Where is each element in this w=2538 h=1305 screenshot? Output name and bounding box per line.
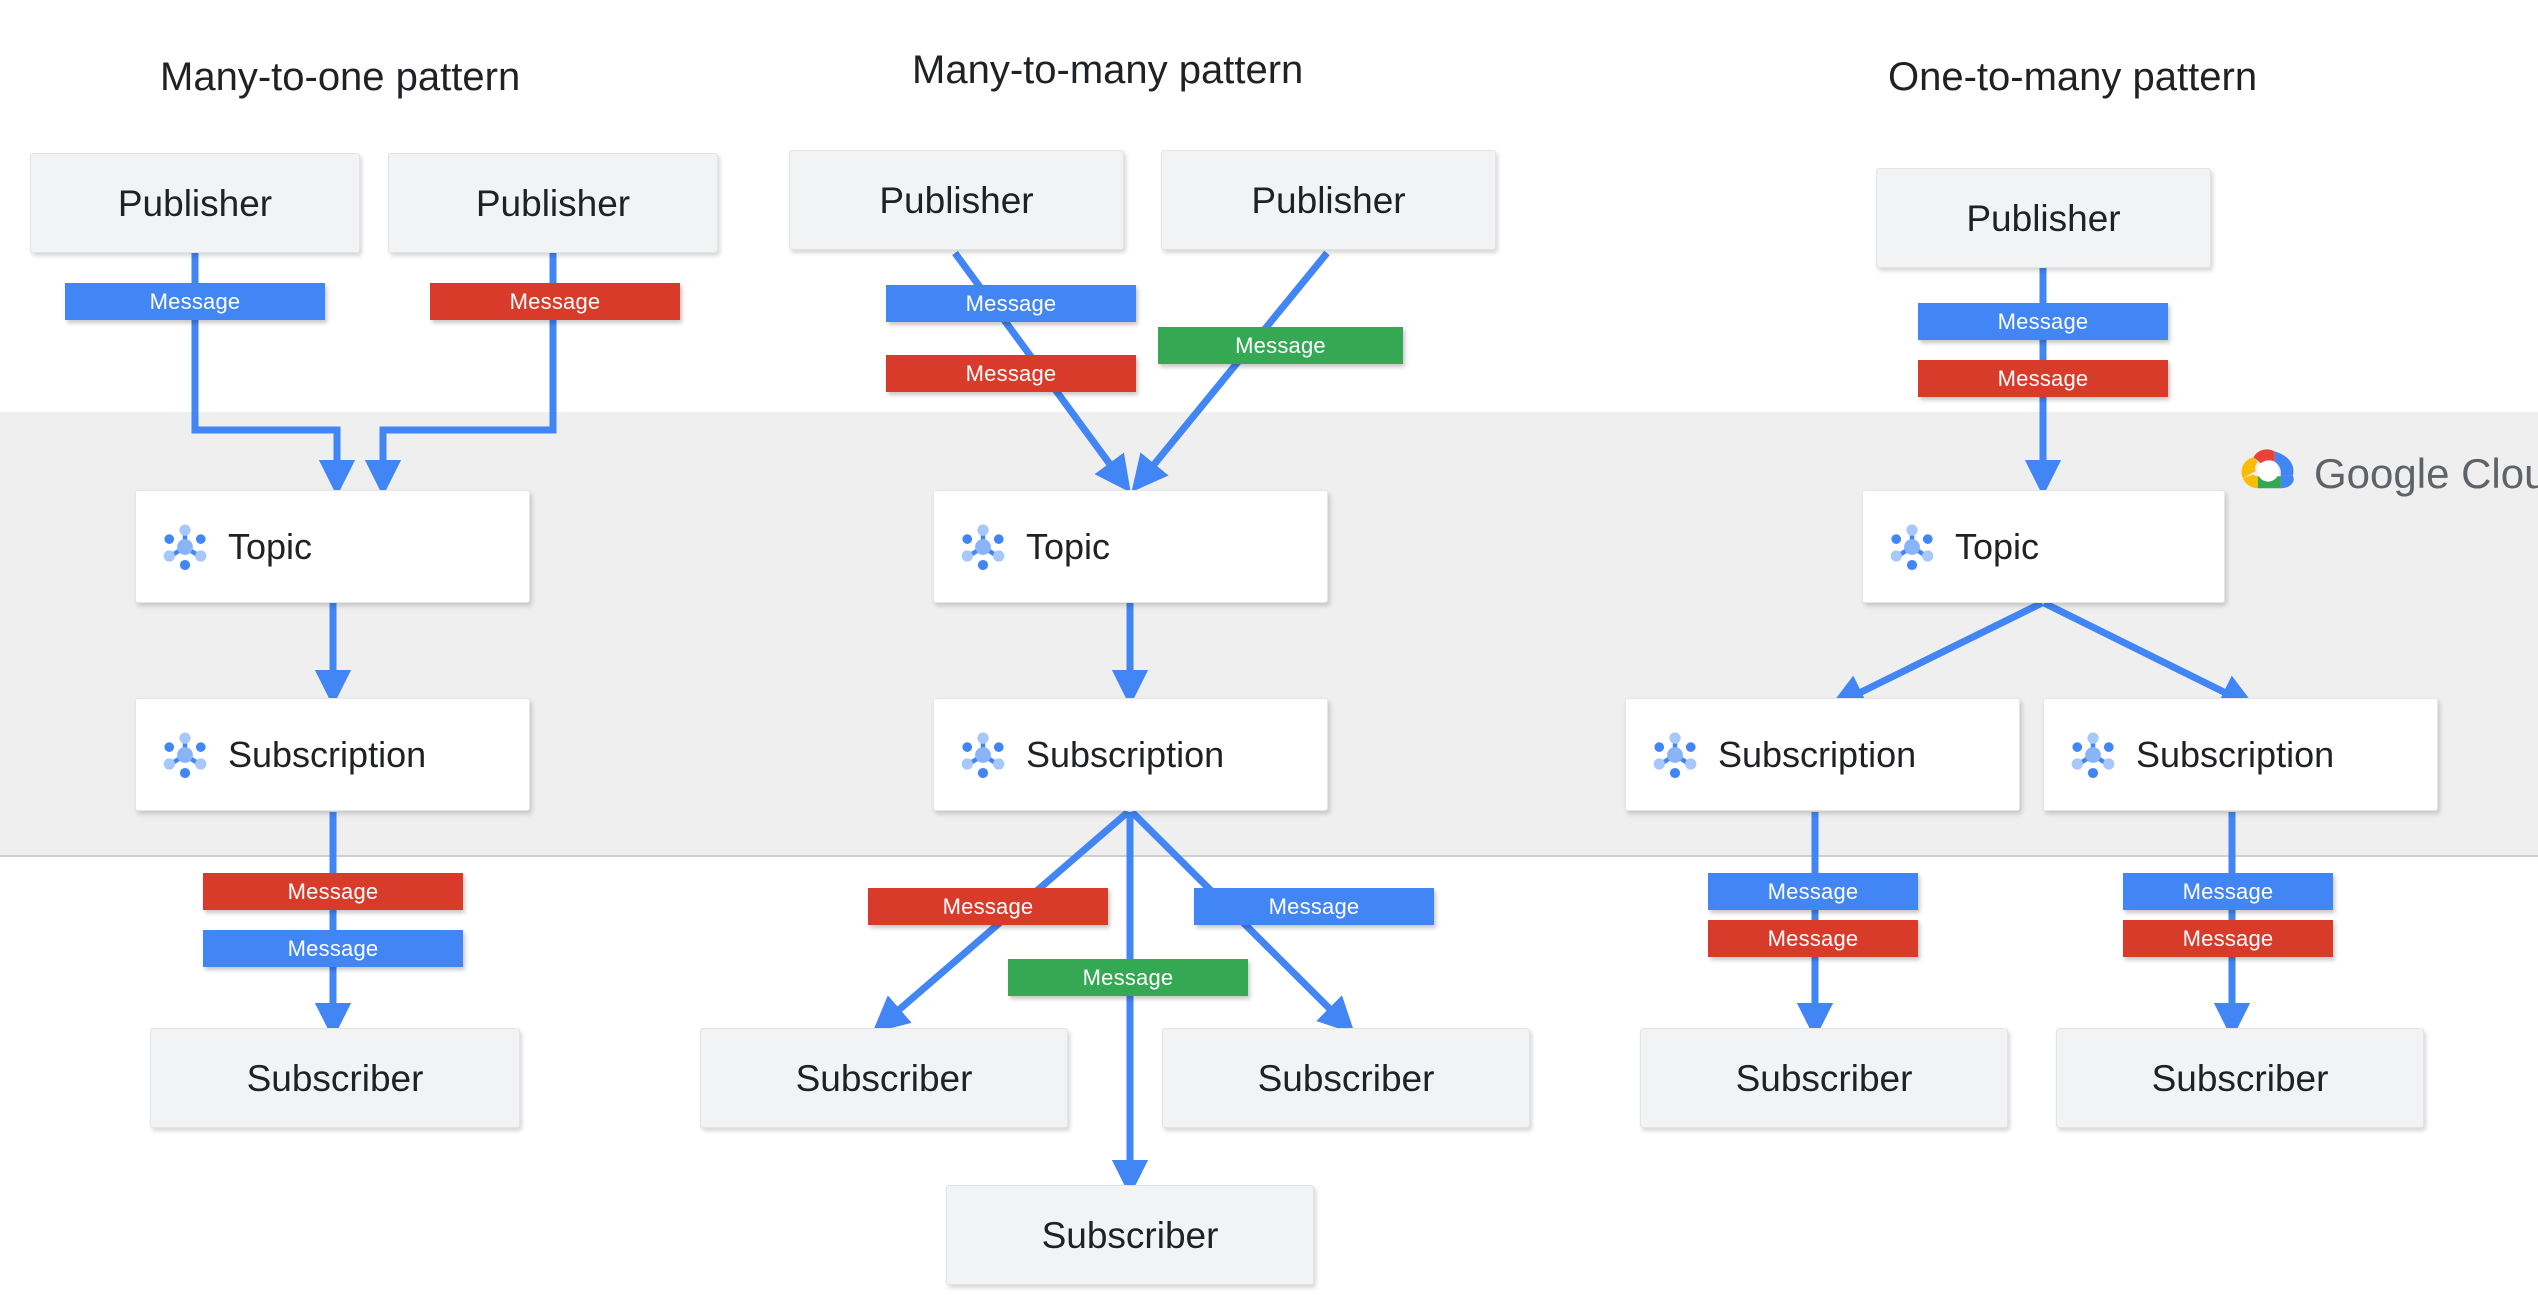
message-chip: Message — [203, 873, 463, 910]
subscription-label: Subscription — [1718, 733, 1917, 775]
topic-box[interactable]: Topic — [933, 490, 1328, 603]
message-chip: Message — [1708, 920, 1918, 957]
subscription-box[interactable]: Subscription — [933, 698, 1328, 811]
topic-box[interactable]: Topic — [135, 490, 530, 603]
publisher-box[interactable]: Publisher — [30, 153, 360, 253]
column-title-many-to-many: Many-to-many pattern — [912, 48, 1304, 92]
publisher-box[interactable]: Publisher — [789, 150, 1124, 250]
message-chip: Message — [1194, 888, 1434, 925]
message-chip: Message — [1708, 873, 1918, 910]
publisher-label: Publisher — [1251, 179, 1406, 221]
message-chip: Message — [203, 930, 463, 967]
pubsub-node-icon — [158, 520, 212, 574]
subscriber-box[interactable]: Subscriber — [1640, 1028, 2008, 1128]
message-chip: Message — [65, 283, 325, 320]
google-cloud-wordmark: Google Cloud — [2314, 449, 2538, 497]
subscriber-box[interactable]: Subscriber — [2056, 1028, 2424, 1128]
column-title-many-to-one: Many-to-one pattern — [160, 55, 521, 99]
message-chip: Message — [430, 283, 680, 320]
subscriber-label: Subscriber — [795, 1057, 973, 1099]
message-chip: Message — [1918, 360, 2168, 397]
topic-label: Topic — [1955, 525, 2040, 567]
publisher-box[interactable]: Publisher — [388, 153, 718, 253]
subscription-box[interactable]: Subscription — [1625, 698, 2020, 811]
subscription-label: Subscription — [228, 733, 427, 775]
publisher-label: Publisher — [879, 179, 1034, 221]
subscription-box[interactable]: Subscription — [2043, 698, 2438, 811]
message-chip: Message — [2123, 920, 2333, 957]
pubsub-node-icon — [1885, 520, 1939, 574]
publisher-box[interactable]: Publisher — [1876, 168, 2211, 268]
subscriber-label: Subscriber — [2151, 1057, 2329, 1099]
publisher-label: Publisher — [1966, 197, 2121, 239]
pubsub-node-icon — [956, 728, 1010, 782]
subscriber-label: Subscriber — [1041, 1214, 1219, 1256]
publisher-label: Publisher — [475, 182, 631, 224]
subscriber-box[interactable]: Subscriber — [700, 1028, 1068, 1128]
message-chip: Message — [1008, 959, 1248, 996]
subscriber-box[interactable]: Subscriber — [946, 1185, 1314, 1285]
pubsub-node-icon — [956, 520, 1010, 574]
pubsub-node-icon — [2066, 728, 2120, 782]
google-cloud-branding: Google Cloud — [2240, 448, 2538, 499]
message-chip: Message — [886, 355, 1136, 392]
publisher-box[interactable]: Publisher — [1161, 150, 1496, 250]
message-chip: Message — [1918, 303, 2168, 340]
topic-box[interactable]: Topic — [1862, 490, 2225, 603]
message-chip: Message — [886, 285, 1136, 322]
message-chip: Message — [1158, 327, 1403, 364]
pubsub-node-icon — [158, 728, 212, 782]
subscription-label: Subscription — [1026, 733, 1225, 775]
subscription-box[interactable]: Subscription — [135, 698, 530, 811]
pubsub-node-icon — [1648, 728, 1702, 782]
message-chip: Message — [868, 888, 1108, 925]
publisher-label: Publisher — [117, 182, 273, 224]
topic-label: Topic — [228, 525, 313, 567]
subscriber-box[interactable]: Subscriber — [150, 1028, 520, 1128]
subscription-label: Subscription — [2136, 733, 2335, 775]
subscriber-label: Subscriber — [246, 1057, 424, 1099]
column-title-one-to-many: One-to-many pattern — [1888, 55, 2258, 99]
subscriber-box[interactable]: Subscriber — [1162, 1028, 1530, 1128]
message-chip: Message — [2123, 873, 2333, 910]
subscriber-label: Subscriber — [1257, 1057, 1435, 1099]
subscriber-label: Subscriber — [1735, 1057, 1913, 1099]
google-cloud-logo-icon — [2240, 448, 2298, 499]
topic-label: Topic — [1026, 525, 1111, 567]
